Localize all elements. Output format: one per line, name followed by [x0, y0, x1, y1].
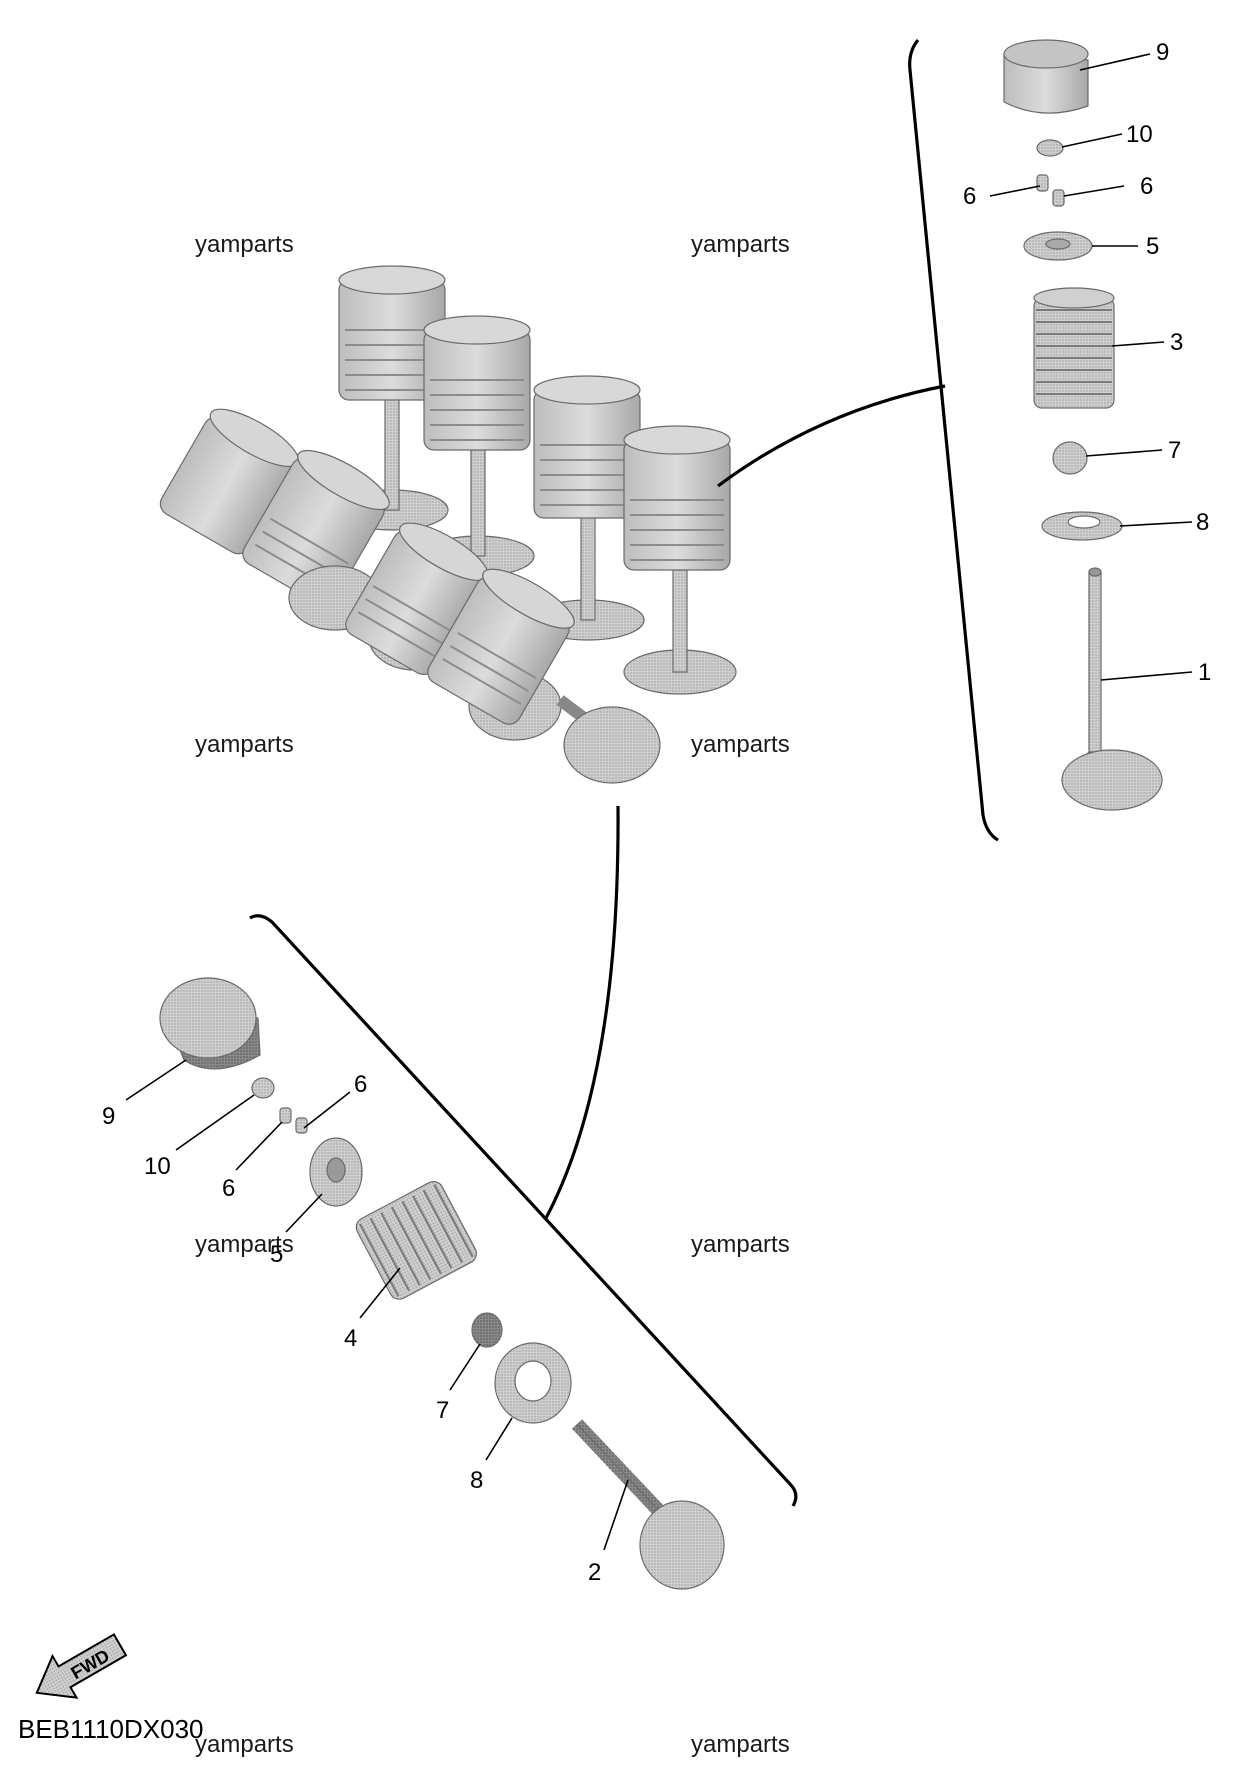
- label-6b-lower: 6: [354, 1071, 367, 1098]
- label-6a-upper: 6: [963, 183, 976, 210]
- intake-parts-group: [159, 977, 725, 1590]
- labels-upper: 9 10 6 6 5 3 7 8 1: [963, 39, 1211, 686]
- label-8-upper: 8: [1196, 509, 1209, 536]
- pad-10-upper: [1036, 139, 1064, 157]
- drawing-code: BEB1110DX030: [18, 1714, 204, 1744]
- label-6b-upper: 6: [1140, 173, 1153, 200]
- spring-3-upper: [1033, 287, 1115, 409]
- label-10-lower: 10: [144, 1153, 171, 1180]
- leaders-upper: [989, 53, 1193, 681]
- connector-lower: [543, 805, 620, 1221]
- watermark-5: yamparts: [195, 1231, 294, 1258]
- retainer-5-lower: [309, 1137, 363, 1207]
- label-5-lower: 5: [270, 1241, 283, 1268]
- watermark-6: yamparts: [691, 1231, 790, 1258]
- retainer-5-upper: [1023, 231, 1093, 261]
- cotter-6a-lower: [279, 1107, 292, 1124]
- watermark-1: yamparts: [195, 231, 294, 258]
- spring-seat-8-lower: [494, 1342, 572, 1424]
- watermark-8: yamparts: [691, 1731, 790, 1758]
- label-9-upper: 9: [1156, 39, 1169, 66]
- tilted-valve-4: [427, 568, 575, 725]
- valve-2-lower: [571, 1419, 725, 1590]
- valve-cluster-illustration: [159, 265, 737, 784]
- upright-valve-4: [623, 425, 737, 695]
- label-2-lower: 2: [588, 1559, 601, 1586]
- pad-10-lower: [251, 1077, 275, 1099]
- watermarks: yamparts yamparts yamparts yamparts yamp…: [195, 231, 790, 1758]
- lifter-9-upper: [1003, 39, 1089, 114]
- label-3-upper: 3: [1170, 329, 1183, 356]
- label-7-lower: 7: [436, 1397, 449, 1424]
- oil-seal-7-upper: [1052, 441, 1088, 475]
- label-8-lower: 8: [470, 1467, 483, 1494]
- label-7-upper: 7: [1168, 437, 1181, 464]
- label-5-upper: 5: [1146, 233, 1159, 260]
- bracket-lower-left: [249, 914, 798, 1507]
- label-9-lower: 9: [102, 1103, 115, 1130]
- bracket-upper-right: [908, 38, 999, 842]
- fwd-arrow-icon: FWD: [35, 1633, 128, 1699]
- cotter-6a-upper: [1036, 174, 1049, 192]
- upright-valve-3: [531, 375, 645, 641]
- connector-upper: [717, 384, 946, 488]
- watermark-3: yamparts: [195, 731, 294, 758]
- lifter-9-lower: [159, 977, 261, 1070]
- leaders-lower: [125, 1059, 629, 1551]
- label-1-upper: 1: [1198, 659, 1211, 686]
- watermark-2: yamparts: [691, 231, 790, 258]
- valve-1-upper: [1061, 567, 1163, 811]
- oil-seal-7-lower: [471, 1312, 503, 1348]
- cotter-6b-lower: [295, 1117, 308, 1134]
- watermark-4: yamparts: [691, 731, 790, 758]
- labels-lower: 9 10 6 6 5 4 7 8 2: [102, 1071, 601, 1586]
- cotter-6b-upper: [1052, 189, 1065, 207]
- label-4-lower: 4: [344, 1325, 357, 1352]
- exhaust-parts-group: [1003, 39, 1163, 811]
- label-6a-lower: 6: [222, 1175, 235, 1202]
- label-10-upper: 10: [1126, 121, 1153, 148]
- tilted-valve-head-4: [563, 706, 661, 784]
- spring-4-lower: [355, 1181, 477, 1300]
- spring-seat-8-upper: [1041, 511, 1123, 541]
- watermark-7: yamparts: [195, 1731, 294, 1758]
